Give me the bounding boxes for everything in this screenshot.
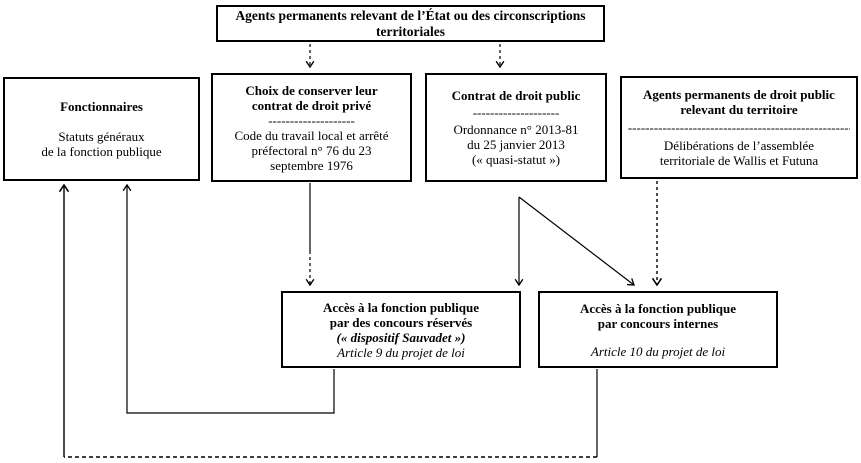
box-title: Agents permanents relevant de l’État ou … [235, 7, 586, 39]
box-body: Code du travail local et arrêté préfecto… [234, 127, 389, 173]
box-contrat-droit-public: Contrat de droit public ----------------… [425, 73, 607, 182]
box-agents-permanents-etat: Agents permanents relevant de l’État ou … [216, 5, 605, 42]
box-acces-concours-reserves: Accès à la fonction publique par des con… [281, 291, 521, 368]
box-note: Article 9 du projet de loi [337, 344, 465, 360]
box-subtitle: (« dispositif Sauvadet ») [336, 329, 466, 345]
box-title: Fonctionnaires [60, 99, 143, 114]
box-note: Article 10 du projet de loi [590, 343, 726, 359]
box-title: Contrat de droit public [451, 88, 581, 103]
box-body: Délibérations de l’assemblée territorial… [659, 138, 819, 168]
box-title: Choix de conserver leur contrat de droit… [245, 82, 378, 113]
box-title: Accès à la fonction publique par des con… [322, 299, 479, 330]
box-contrat-droit-prive: Choix de conserver leur contrat de droit… [211, 73, 412, 182]
box-body: Ordonnance n° 2013-81 du 25 janvier 2013… [453, 122, 579, 167]
box-title: Accès à la fonction publique par concour… [579, 300, 736, 331]
arrow-public-to-internes-icon [518, 196, 635, 286]
box-agents-droit-public-territoire: Agents permanents de droit public releva… [620, 76, 858, 179]
box-fonctionnaires: Fonctionnaires Statuts généraux de la fo… [3, 77, 200, 181]
dashed-separator: -------------------- [268, 112, 355, 128]
dashed-separator: ----------------------------------------… [627, 120, 851, 135]
box-body: Statuts généraux de la fonction publique [41, 129, 162, 159]
dashed-separator: -------------------- [472, 105, 560, 120]
box-title: Agents permanents de droit public releva… [643, 87, 835, 117]
box-acces-concours-internes: Accès à la fonction publique par concour… [538, 291, 778, 368]
